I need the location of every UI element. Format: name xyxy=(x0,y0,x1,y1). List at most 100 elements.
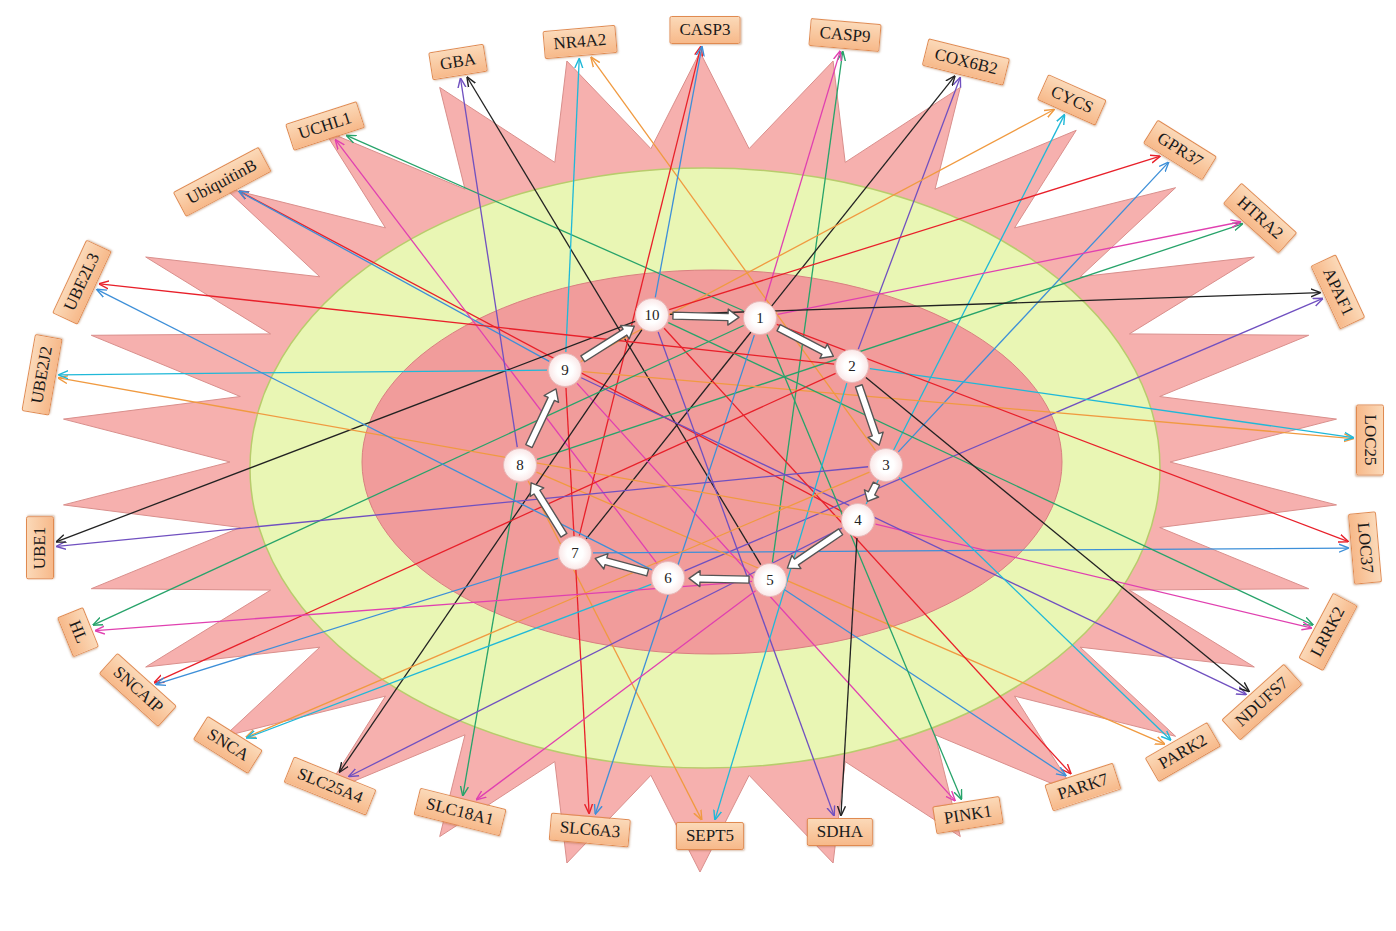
gene-link xyxy=(537,224,1242,459)
block-arrow xyxy=(864,482,879,501)
gene-link xyxy=(349,528,842,776)
block-arrow xyxy=(787,529,842,569)
block-arrow xyxy=(530,483,567,537)
step-circle: 9 xyxy=(548,353,582,387)
gene-box: HL xyxy=(57,607,99,657)
gene-link xyxy=(685,299,1323,571)
gene-box: SNCA xyxy=(193,716,263,774)
gene-label: UbiquitinB xyxy=(184,155,260,208)
step-circle: 3 xyxy=(869,448,903,482)
gene-link xyxy=(841,538,857,815)
gene-label: HL xyxy=(65,618,91,646)
step-number: 10 xyxy=(645,307,660,324)
gene-link xyxy=(870,369,1353,438)
gene-label: LOC37 xyxy=(1354,522,1377,574)
gene-box: SLC25A4 xyxy=(284,756,377,815)
gene-label: UBE2L3 xyxy=(60,250,103,314)
block-arrow xyxy=(581,325,634,361)
gene-label: COX6B2 xyxy=(933,45,1000,79)
gene-box: SNCAIP xyxy=(99,653,178,728)
gene-link xyxy=(57,321,635,541)
gene-link xyxy=(581,110,1054,362)
gene-link xyxy=(59,378,841,517)
gene-box: GBA xyxy=(428,44,488,80)
step-number: 5 xyxy=(766,572,774,589)
gene-box: LOC37 xyxy=(1348,511,1382,584)
gene-link xyxy=(93,326,743,625)
step-circle: 2 xyxy=(835,349,869,383)
gene-box: CYCS xyxy=(1037,74,1107,126)
step-number: 4 xyxy=(854,512,862,529)
gene-box: UBE1 xyxy=(26,517,54,580)
gene-box: UCHL1 xyxy=(285,101,365,151)
gene-box: UBE2J2 xyxy=(21,334,62,415)
block-arrow xyxy=(689,571,749,587)
gene-label: SLC6A3 xyxy=(559,817,621,841)
gene-label: GPR37 xyxy=(1154,128,1207,171)
step-number: 3 xyxy=(882,457,890,474)
gene-label: SDHA xyxy=(817,822,863,841)
block-arrow xyxy=(777,325,833,359)
step-circle: 4 xyxy=(841,503,875,537)
gene-link xyxy=(577,383,955,800)
gene-label: UBE1 xyxy=(30,527,49,570)
gene-link xyxy=(155,373,836,682)
gene-link xyxy=(591,58,875,451)
gene-box: PARK2 xyxy=(1145,722,1222,782)
gene-link xyxy=(765,52,840,301)
gene-link xyxy=(477,591,756,800)
gene-link xyxy=(664,328,1070,773)
step-circle: 6 xyxy=(651,561,685,595)
step-circle: 1 xyxy=(743,301,777,335)
gene-link xyxy=(715,383,847,819)
gene-link xyxy=(866,115,1064,504)
block-arrow xyxy=(526,389,559,448)
gene-box: COX6B2 xyxy=(922,38,1011,86)
gene-box: APAF1 xyxy=(1310,254,1365,330)
gene-label: LOC25 xyxy=(1361,415,1380,466)
gene-box: SLC18A1 xyxy=(413,788,506,837)
block-arrow-shape xyxy=(787,529,842,569)
step-number: 7 xyxy=(571,545,579,562)
gene-label: PARK7 xyxy=(1055,769,1111,803)
gene-label: SLC18A1 xyxy=(424,794,496,829)
gene-label: SEPT5 xyxy=(686,826,734,845)
gene-box: SLC6A3 xyxy=(549,813,632,848)
gene-box: UbiquitinB xyxy=(173,147,271,217)
block-arrow xyxy=(595,554,648,576)
gene-label: PARK2 xyxy=(1155,730,1210,773)
gene-label: GBA xyxy=(439,49,477,73)
star-burst xyxy=(64,52,1337,872)
gene-box: PARK7 xyxy=(1044,763,1121,812)
block-arrow xyxy=(856,385,884,445)
gene-link xyxy=(566,388,589,813)
gene-label: SNCAIP xyxy=(110,662,168,717)
gene-link xyxy=(566,59,579,352)
gene-label: NR4A2 xyxy=(553,30,607,54)
gene-link xyxy=(97,290,652,570)
gene-link xyxy=(767,335,961,799)
block-arrow-shape xyxy=(526,389,559,448)
gene-label: LRRK2 xyxy=(1307,604,1349,660)
gene-link xyxy=(595,335,754,813)
gene-link xyxy=(336,140,657,563)
gene-label: UCHL1 xyxy=(296,108,354,143)
block-arrow-shape xyxy=(595,554,648,576)
step-circle: 8 xyxy=(503,448,537,482)
block-arrow-shape xyxy=(864,482,879,501)
gene-label: SNCA xyxy=(204,725,253,765)
gene-box: LRRK2 xyxy=(1298,593,1357,671)
step-number: 8 xyxy=(516,457,524,474)
gene-box: SDHA xyxy=(807,818,873,846)
gene-link xyxy=(785,590,1066,776)
gene-label: CYCS xyxy=(1048,82,1096,117)
gene-box: CASP3 xyxy=(669,16,740,44)
step-circle: 10 xyxy=(635,298,669,332)
block-arrow-shape xyxy=(856,385,884,445)
gene-box: SEPT5 xyxy=(676,822,744,850)
block-arrow-shape xyxy=(777,325,833,359)
step-number: 1 xyxy=(756,310,764,327)
gene-label: UBE2J2 xyxy=(27,345,56,405)
